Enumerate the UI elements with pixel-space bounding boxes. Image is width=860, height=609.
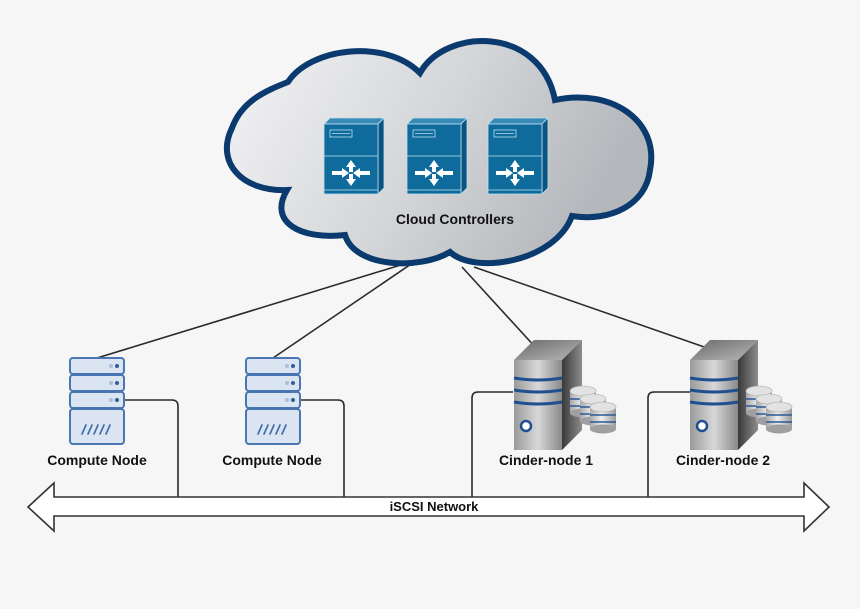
node-label: Cinder-node 2 [676,452,770,468]
cinder-node-2: Cinder-node 2 [676,340,792,468]
link-cinder-2 [473,266,711,350]
node-label: Cinder-node 1 [499,452,593,468]
compute-node-1: Compute Node [47,357,147,468]
network-double-arrow [26,481,831,533]
drop-cinder-1 [471,391,513,497]
network-drops [124,391,690,500]
tower-server-database-icon [514,340,616,450]
cloud-links [96,259,711,359]
cloud-label: Cloud Controllers [396,211,514,227]
controller-server-icon [487,117,549,195]
rack-server-icon [69,357,125,445]
cinder-node-1: Cinder-node 1 [499,340,616,468]
drop-cinder-2 [647,391,690,500]
rack-server-icon [245,357,301,445]
network-label: iSCSI Network [390,499,480,514]
drop-compute-2 [300,399,345,497]
link-compute-1 [96,259,418,359]
node-label: Compute Node [222,452,322,468]
node-label: Compute Node [47,452,147,468]
controller-server-icon [323,117,385,195]
tower-server-database-icon [690,340,792,450]
iscsi-network: iSCSI Network [26,481,831,533]
compute-node-2: Compute Node [222,357,322,468]
controller-server-icon [406,117,468,195]
cloud-controllers-group: Cloud Controllers [224,38,655,267]
link-compute-2 [272,259,418,359]
link-cinder-1 [461,266,538,350]
drop-compute-1 [124,399,179,497]
